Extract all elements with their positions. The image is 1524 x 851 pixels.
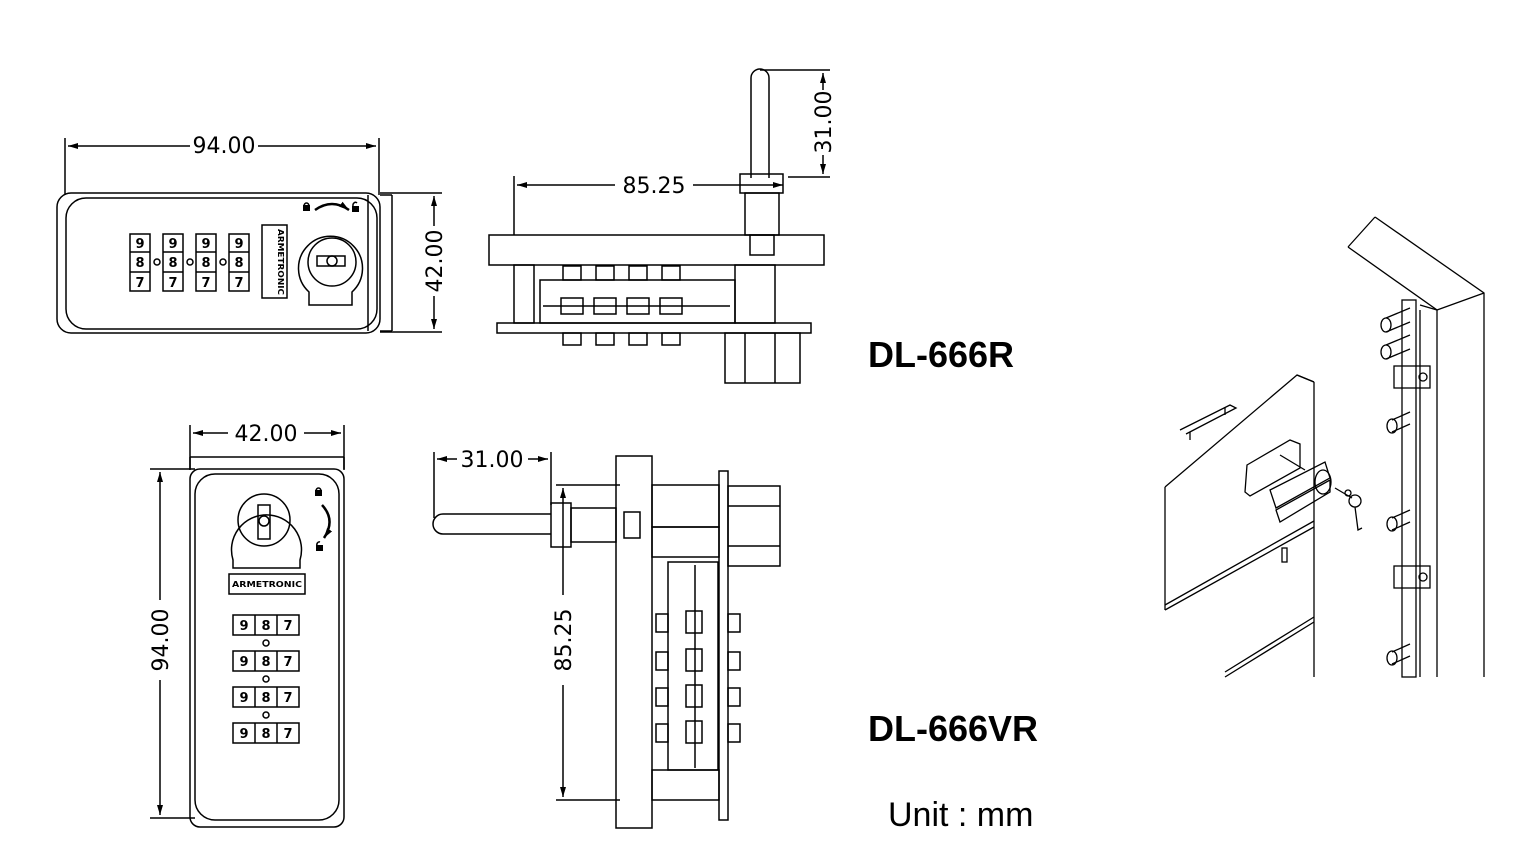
digit-v3-mid: 8 xyxy=(261,691,270,706)
brand-label-horizontal: ARMETRONIC xyxy=(276,229,285,295)
dim-front-v-width: 42.00 xyxy=(235,422,298,447)
digit-h3-mid: 8 xyxy=(201,256,210,271)
digit-v1-mid: 8 xyxy=(261,619,270,634)
strike-pins xyxy=(1380,307,1411,666)
brand-label-vertical: ARMETRONIC xyxy=(232,580,302,589)
front-view-horizontal xyxy=(56,138,442,334)
digit-v1-bot: 7 xyxy=(283,619,292,634)
side-view-horizontal xyxy=(488,68,830,384)
digit-v2-top: 9 xyxy=(239,655,248,670)
digit-v2-bot: 7 xyxy=(283,655,292,670)
digit-v3-top: 9 xyxy=(239,691,248,706)
digit-v3-bot: 7 xyxy=(283,691,292,706)
digit-h4-bot: 7 xyxy=(234,276,243,291)
wheel-digits-horizontal: 9 8 7 9 8 7 9 8 7 9 8 7 xyxy=(135,237,243,291)
side-view-vertical xyxy=(432,452,781,829)
wheel-digits-vertical: 9 8 7 9 8 7 9 8 7 9 8 7 xyxy=(239,619,292,742)
front-view-vertical xyxy=(150,425,345,828)
digit-h1-mid: 8 xyxy=(135,256,144,271)
digit-h2-top: 9 xyxy=(168,237,177,252)
key-icon xyxy=(1334,487,1363,531)
side-wheels-horizontal xyxy=(560,265,683,346)
digit-h3-bot: 7 xyxy=(201,276,210,291)
digit-v1-top: 9 xyxy=(239,619,248,634)
strike-plates xyxy=(1393,365,1431,589)
model-vertical-label: DL-666VR xyxy=(868,708,1038,749)
digit-h4-top: 9 xyxy=(234,237,243,252)
digit-h3-top: 9 xyxy=(201,237,210,252)
dim-side-v-length: 85.25 xyxy=(552,609,577,672)
digit-v4-top: 9 xyxy=(239,727,248,742)
digit-h1-top: 9 xyxy=(135,237,144,252)
dimension-labels: 94.00 42.00 85.25 31.00 42.00 94.00 31.0… xyxy=(149,91,837,672)
side-wheels-vertical xyxy=(655,610,741,744)
digit-v4-mid: 8 xyxy=(261,727,270,742)
dim-side-v-bolt: 31.00 xyxy=(461,448,524,473)
dim-side-h-length: 85.25 xyxy=(623,174,686,199)
dim-front-h-width: 94.00 xyxy=(193,134,256,159)
dim-front-h-height: 42.00 xyxy=(423,230,448,293)
dim-front-v-height: 94.00 xyxy=(149,609,174,672)
dim-side-h-bolt: 31.00 xyxy=(812,91,837,154)
installation-illustration xyxy=(1164,216,1485,678)
digit-h1-bot: 7 xyxy=(135,276,144,291)
unit-label: Unit : mm xyxy=(888,796,1033,834)
digit-h4-mid: 8 xyxy=(234,256,243,271)
digit-h2-bot: 7 xyxy=(168,276,177,291)
model-horizontal-label: DL-666R xyxy=(868,334,1014,375)
digit-v2-mid: 8 xyxy=(261,655,270,670)
digit-h2-mid: 8 xyxy=(168,256,177,271)
digit-v4-bot: 7 xyxy=(283,727,292,742)
